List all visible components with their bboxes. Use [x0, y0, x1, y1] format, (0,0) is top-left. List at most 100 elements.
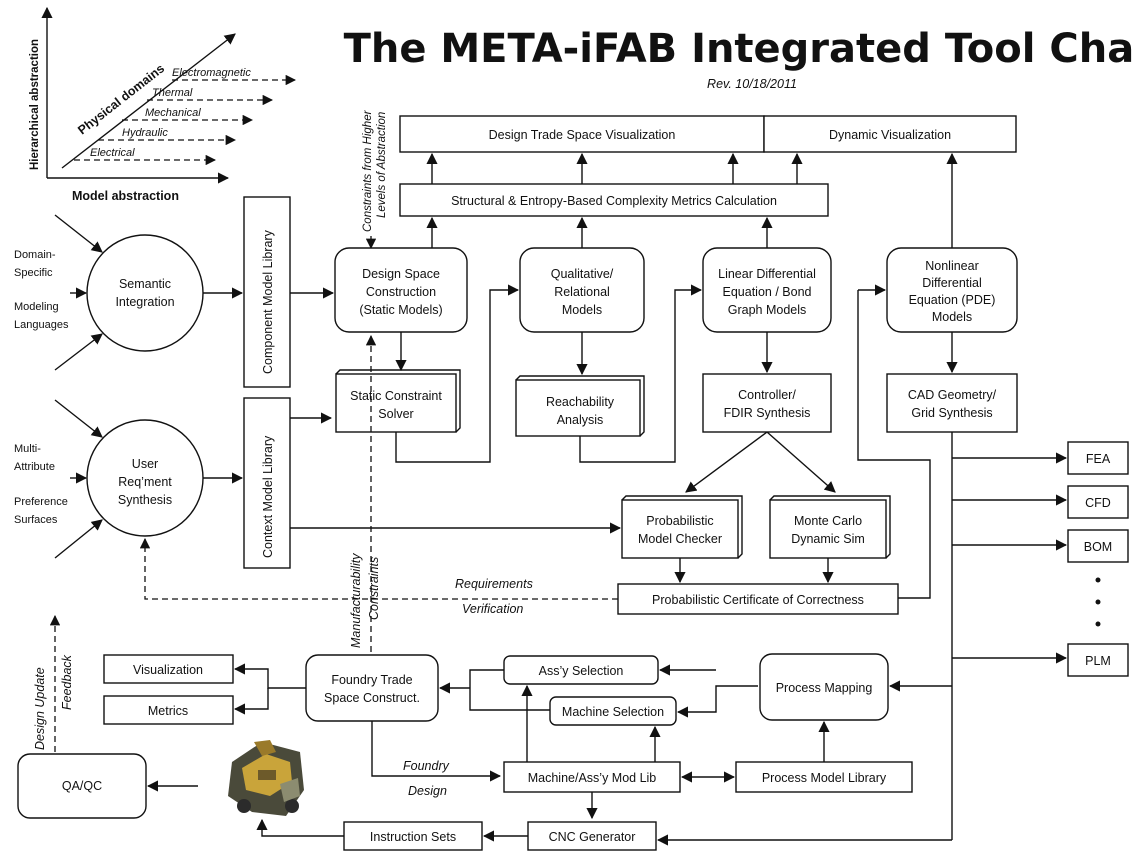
svg-text:Relational: Relational — [554, 285, 610, 299]
output-cfd: CFD — [1067, 485, 1129, 519]
context-model-library: Context Model Library — [243, 397, 291, 569]
svg-text:Ass’y Selection: Ass’y Selection — [539, 664, 624, 678]
input-languages: Domain- Specific Modeling Languages — [14, 249, 69, 331]
svg-text:CNC Generator: CNC Generator — [549, 830, 636, 844]
svg-text:Controller/: Controller/ — [738, 388, 796, 402]
svg-text:Monte Carlo: Monte Carlo — [794, 514, 862, 528]
svg-text:Levels of Abstraction: Levels of Abstraction — [376, 112, 388, 218]
machine-assy-mod-lib: Machine/Ass’y Mod Lib — [503, 761, 681, 793]
constraints-higher-label: Constraints from Higher — [362, 109, 374, 232]
svg-text:Modeling: Modeling — [14, 301, 59, 313]
svg-text:Machine Selection: Machine Selection — [562, 705, 664, 719]
component-model-library: Component Model Library — [243, 196, 291, 388]
svg-text:Machine/Ass’y Mod Lib: Machine/Ass’y Mod Lib — [528, 771, 657, 785]
svg-text:Constraints: Constraints — [367, 557, 381, 620]
svg-text:Multi-: Multi- — [14, 443, 41, 455]
svg-text:Process Model Library: Process Model Library — [762, 771, 887, 785]
probabilistic-certificate: Probabilistic Certificate of Correctness — [617, 583, 899, 615]
input-preferences: Multi- Attribute Preference Surfaces — [14, 443, 68, 526]
output-plm: PLM — [1067, 643, 1129, 677]
qa-qc-box: QA/QC — [17, 753, 147, 819]
svg-text:Space Construct.: Space Construct. — [324, 691, 420, 705]
svg-text:Synthesis: Synthesis — [118, 493, 172, 507]
svg-text:Dynamic Sim: Dynamic Sim — [791, 532, 865, 546]
design-update-label: Design Update — [33, 667, 47, 750]
domain-electrical: Electrical — [90, 147, 135, 159]
svg-text:Structural & Entropy-Based Com: Structural & Entropy-Based Complexity Me… — [451, 194, 777, 208]
svg-text:Metrics: Metrics — [148, 704, 188, 718]
svg-text:Feedback: Feedback — [60, 654, 74, 710]
svg-text:Nonlinear: Nonlinear — [925, 259, 979, 273]
svg-text:Foundry Trade: Foundry Trade — [331, 673, 412, 687]
svg-text:Equation (PDE): Equation (PDE) — [909, 293, 996, 307]
qualitative-relational-models: Qualitative/ Relational Models — [519, 247, 645, 333]
svg-text:Differential: Differential — [922, 276, 982, 290]
cnc-generator: CNC Generator — [527, 821, 657, 851]
static-constraint-solver: Static Constraint Solver — [335, 369, 461, 433]
svg-text:CFD: CFD — [1085, 496, 1111, 510]
svg-text:Static Constraint: Static Constraint — [350, 389, 442, 403]
monte-carlo-dynamic-sim: Monte Carlo Dynamic Sim — [769, 495, 891, 559]
svg-text:Context Model Library: Context Model Library — [261, 435, 275, 558]
dynamic-visualization: Dynamic Visualization — [763, 115, 1017, 153]
svg-text:Probabilistic Certificate of C: Probabilistic Certificate of Correctness — [652, 593, 864, 607]
requirements-label: Requirements — [455, 577, 533, 591]
svg-text:Grid Synthesis: Grid Synthesis — [911, 406, 992, 420]
design-space-construction: Design Space Construction (Static Models… — [334, 247, 468, 333]
svg-text:Instruction Sets: Instruction Sets — [370, 830, 456, 844]
linear-differential-models: Linear Differential Equation / Bond Grap… — [702, 247, 832, 333]
svg-text:Semantic: Semantic — [119, 277, 171, 291]
process-model-library: Process Model Library — [735, 761, 913, 793]
svg-text:Attribute: Attribute — [14, 461, 55, 473]
svg-text:BOM: BOM — [1084, 540, 1112, 554]
svg-text:FDIR Synthesis: FDIR Synthesis — [724, 406, 811, 420]
probabilistic-model-checker: Probabilistic Model Checker — [621, 495, 743, 559]
svg-text:Equation / Bond: Equation / Bond — [723, 285, 812, 299]
svg-text:(Static Models): (Static Models) — [359, 303, 442, 317]
metrics-box: Metrics — [103, 695, 234, 725]
svg-text:Design: Design — [408, 784, 447, 798]
x-axis-label: Model abstraction — [72, 189, 179, 203]
svg-text:Integration: Integration — [115, 295, 174, 309]
svg-text:Req’ment: Req’ment — [118, 475, 172, 489]
svg-text:Visualization: Visualization — [133, 663, 203, 677]
svg-text:Languages: Languages — [14, 319, 69, 331]
user-reqment-node: User Req’ment Synthesis — [86, 419, 204, 537]
complexity-metrics-calculation: Structural & Entropy-Based Complexity Me… — [399, 183, 829, 217]
svg-text:Verification: Verification — [462, 602, 523, 616]
controller-fdir-synthesis: Controller/ FDIR Synthesis — [702, 373, 832, 433]
svg-text:Construction: Construction — [366, 285, 436, 299]
svg-text:Process Mapping: Process Mapping — [776, 681, 873, 695]
svg-text:Reachability: Reachability — [546, 395, 615, 409]
domain-thermal: Thermal — [152, 87, 193, 99]
foundry-design-label: Foundry — [403, 759, 450, 773]
design-trade-space-visualization: Design Trade Space Visualization — [399, 115, 765, 153]
svg-text:Models: Models — [932, 310, 972, 324]
assy-selection: Ass’y Selection — [503, 655, 659, 685]
foundry-trade-space: Foundry Trade Space Construct. — [305, 654, 439, 722]
svg-text:Probabilistic: Probabilistic — [646, 514, 713, 528]
svg-text:Graph Models: Graph Models — [728, 303, 807, 317]
svg-text:Design Space: Design Space — [362, 267, 440, 281]
reachability-analysis: Reachability Analysis — [515, 375, 645, 437]
assembled-vehicle-image — [228, 740, 304, 816]
input-arrows — [54, 214, 103, 559]
diag-axis-label: Physical domains — [75, 61, 167, 137]
svg-text:Domain-: Domain- — [14, 249, 56, 261]
process-mapping: Process Mapping — [759, 653, 889, 721]
svg-text:Qualitative/: Qualitative/ — [551, 267, 614, 281]
svg-text:Models: Models — [562, 303, 602, 317]
svg-text:Specific: Specific — [14, 267, 53, 279]
nonlinear-differential-models: Nonlinear Differential Equation (PDE) Mo… — [886, 247, 1018, 333]
abstraction-legend: Hierarchical abstraction Model abstracti… — [29, 6, 297, 203]
domain-mechanical: Mechanical — [145, 107, 201, 119]
domain-electromagnetic: Electromagnetic — [172, 67, 251, 79]
svg-text:User: User — [132, 457, 158, 471]
output-bom: BOM — [1067, 529, 1129, 563]
instruction-sets: Instruction Sets — [343, 821, 483, 851]
output-ellipsis — [1095, 577, 1101, 627]
manufacturability-label: Manufacturability — [349, 553, 363, 648]
svg-text:Analysis: Analysis — [557, 413, 604, 427]
svg-text:Model Checker: Model Checker — [638, 532, 722, 546]
